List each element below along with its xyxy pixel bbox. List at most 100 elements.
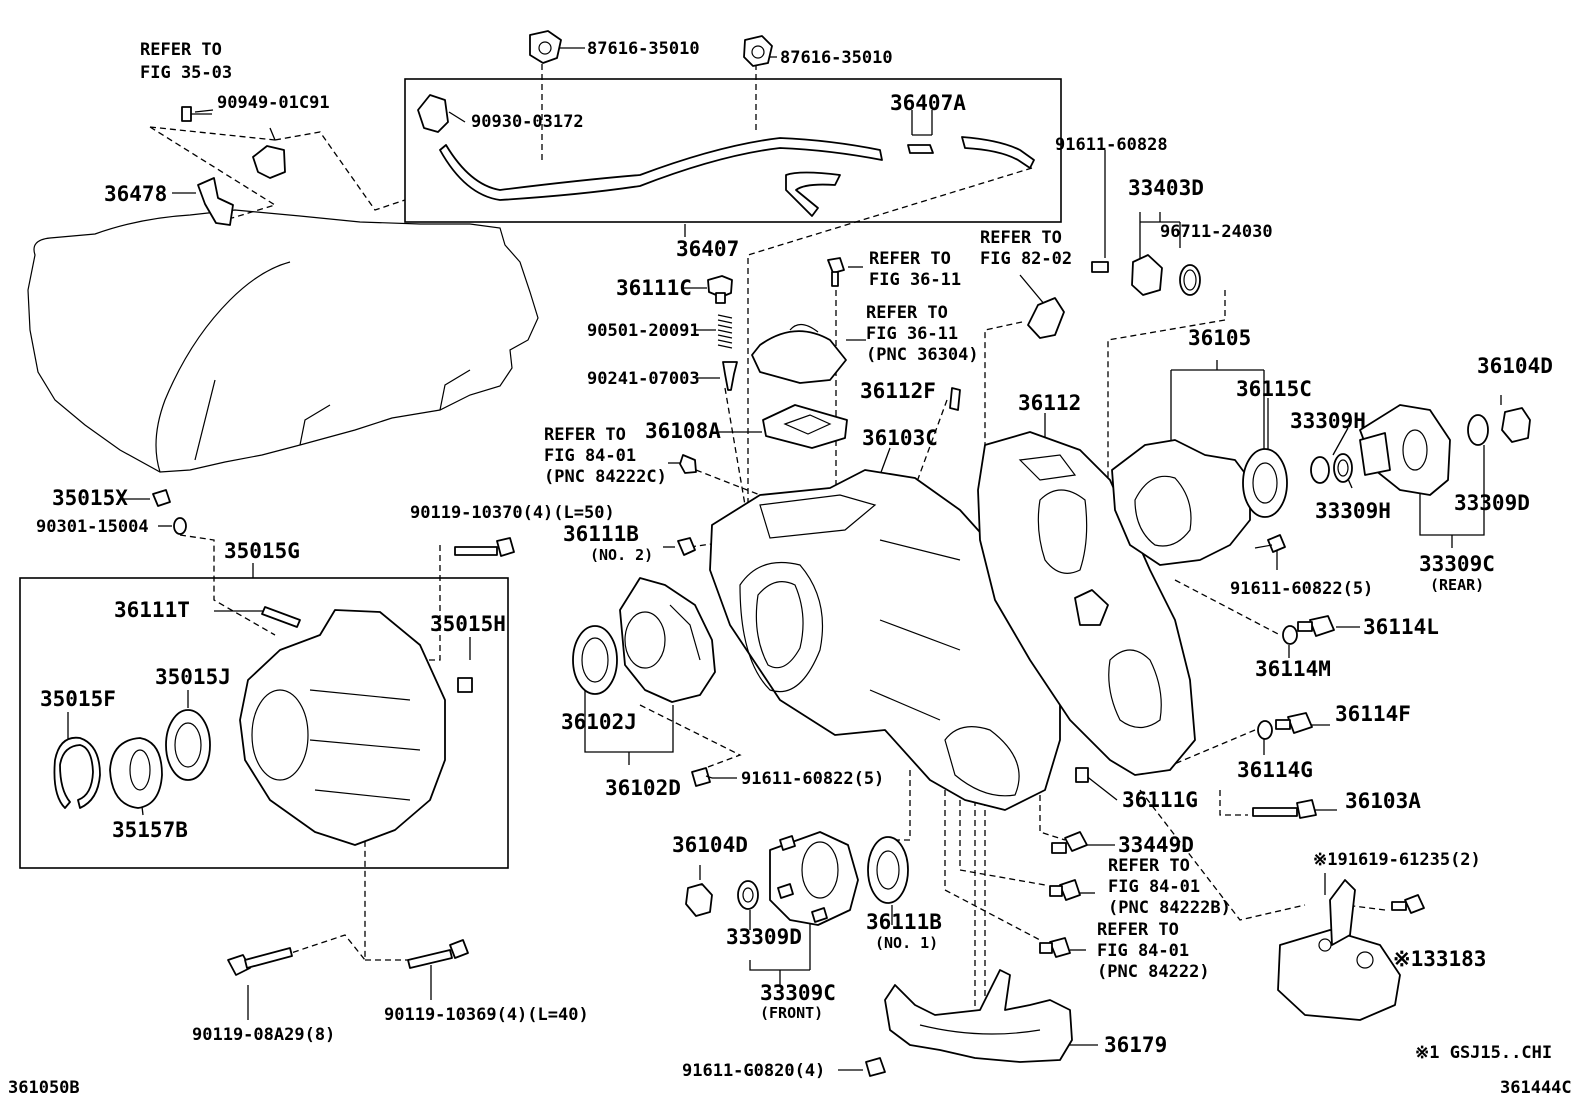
label-90949-01C91: 90949-01C91 <box>217 93 330 113</box>
nut-36104D-front <box>685 883 713 917</box>
refer-fig-84-01-a-line3: (PNC 84222) <box>1097 962 1210 982</box>
bolt-91619 <box>1391 894 1425 914</box>
flange-33309C-front <box>769 831 859 926</box>
label-35015F: 35015F <box>40 687 116 711</box>
label-36114L: 36114L <box>1363 615 1439 639</box>
label-36179: 36179 <box>1104 1033 1167 1057</box>
label-36407: 36407 <box>676 237 739 261</box>
hose-36407 <box>439 136 1035 217</box>
clip-87616-left <box>529 30 562 64</box>
cover-36304 <box>751 323 847 384</box>
refer-fig-84-01-a-line2: FIG 84-01 <box>1097 941 1189 961</box>
clip-87616-right <box>743 35 773 67</box>
washer-90301 <box>173 517 187 535</box>
label-35015H: 35015H <box>430 612 506 636</box>
label-33309C-rear: 33309C <box>1419 552 1495 576</box>
label-36103C: 36103C <box>862 426 938 450</box>
label-35157B: 35157B <box>112 818 188 842</box>
label-33449D: 33449D <box>1118 833 1194 857</box>
label-35015X: 35015X <box>52 486 128 510</box>
bolt-90119-10370 <box>454 537 515 557</box>
label-36114G: 36114G <box>1237 758 1313 782</box>
plug-84222B <box>1049 879 1081 901</box>
washer-33309H-b <box>1333 453 1353 483</box>
breather-hose-group-box <box>404 78 1062 223</box>
washer-33309D-rear <box>1467 414 1489 446</box>
label-36115C: 36115C <box>1236 377 1312 401</box>
bolt-36114L <box>1297 615 1335 637</box>
label-90501-20091: 90501-20091 <box>587 321 700 341</box>
refer-fig-36-11-b-line3: (PNC 36304) <box>866 345 979 365</box>
refer-fig-36-11-b-line1: REFER TO <box>866 303 948 323</box>
seal-35015J <box>165 709 211 781</box>
label-33309D-front: 33309D <box>726 925 802 949</box>
label-87616-35010-b: 87616-35010 <box>780 48 893 68</box>
plug-84222C <box>679 454 697 474</box>
plug-36111G <box>1075 767 1089 783</box>
rear-case-36112 <box>977 431 1196 776</box>
label-90930-03172: 90930-03172 <box>471 112 584 132</box>
part-shapes <box>53 30 1531 1077</box>
bolt-91611-60822-right <box>1254 534 1286 553</box>
transmission-outline <box>27 209 539 473</box>
pin-36112F <box>949 387 961 411</box>
label-36111C: 36111C <box>616 276 692 300</box>
label-87616-35010-a: 87616-35010 <box>587 39 700 59</box>
bolt-refer-36-11 <box>827 257 845 287</box>
plug-35015H <box>457 677 473 693</box>
bracket-82-02 <box>1027 297 1065 339</box>
label-36478: 36478 <box>104 182 167 206</box>
pin-36111T <box>261 606 301 628</box>
refer-fig-36-11-a-line2: FIG 36-11 <box>869 270 961 290</box>
label-91611-60828: 91611-60828 <box>1055 135 1168 155</box>
transfer-case-36103C <box>709 469 1061 811</box>
refer-fig-84-01-c-line2: FIG 84-01 <box>544 446 636 466</box>
label-36112F: 36112F <box>860 379 936 403</box>
label-33309C-rear-sub: (REAR) <box>1430 576 1484 594</box>
bolt-33449D <box>1051 831 1088 854</box>
bearing-36115C <box>1242 448 1288 518</box>
refer-fig-82-02-line2: FIG 82-02 <box>980 249 1072 269</box>
refer-fig-82-02-line1: REFER TO <box>980 228 1062 248</box>
label-35015G: 35015G <box>224 539 300 563</box>
washer-36114M <box>1282 625 1298 645</box>
label-33403D: 33403D <box>1128 176 1204 200</box>
label-36114M: 36114M <box>1255 657 1331 681</box>
o-ring-96711 <box>1179 264 1201 296</box>
sensor-33403D <box>1091 254 1163 296</box>
label-36102D: 36102D <box>605 776 681 800</box>
label-36111B-no1: 36111B <box>866 910 942 934</box>
extension-housing-group-box <box>19 577 509 869</box>
refer-fig-84-01-c-line3: (PNC 84222C) <box>544 467 667 487</box>
refer-fig-35-03-line1: REFER TO <box>140 40 222 60</box>
label-90241-07003: 90241-07003 <box>587 369 700 389</box>
nut-36104D-rear <box>1501 407 1531 443</box>
label-36111G: 36111G <box>1122 788 1198 812</box>
label-36102J: 36102J <box>561 710 637 734</box>
valve-90241 <box>722 361 738 391</box>
washer-33309H-a <box>1310 456 1330 484</box>
refer-fig-84-01-b-line1: REFER TO <box>1108 856 1190 876</box>
skid-plate-36179 <box>884 969 1073 1063</box>
label-91611-60822-left: 91611-60822(5) <box>741 769 884 789</box>
bolt-90119-10369 <box>407 939 469 969</box>
mount-133183 <box>1277 879 1401 1021</box>
label-36114F: 36114F <box>1335 702 1411 726</box>
refer-fig-84-01-b-line3: (PNC 84222B) <box>1108 898 1231 918</box>
label-33309C-front-sub: (FRONT) <box>760 1004 823 1022</box>
label-96711-24030: 96711-24030 <box>1160 222 1273 242</box>
label-36407A: 36407A <box>890 91 966 115</box>
label-36104D-front: 36104D <box>672 833 748 857</box>
label-36103A: 36103A <box>1345 789 1421 813</box>
bolt-90949 <box>181 106 212 122</box>
dust-cover-35157B <box>109 737 163 809</box>
refer-fig-84-01-c-line1: REFER TO <box>544 425 626 445</box>
refer-fig-84-01-b-line2: FIG 84-01 <box>1108 877 1200 897</box>
label-35015J: 35015J <box>155 665 231 689</box>
label-91611-G0820: 91611-G0820(4) <box>682 1061 825 1081</box>
label-91611-60822-right: 91611-60822(5) <box>1230 579 1373 599</box>
spring-90501 <box>717 314 733 349</box>
washer-36114G <box>1257 720 1273 740</box>
figure-code-right: 361444C <box>1500 1078 1572 1098</box>
